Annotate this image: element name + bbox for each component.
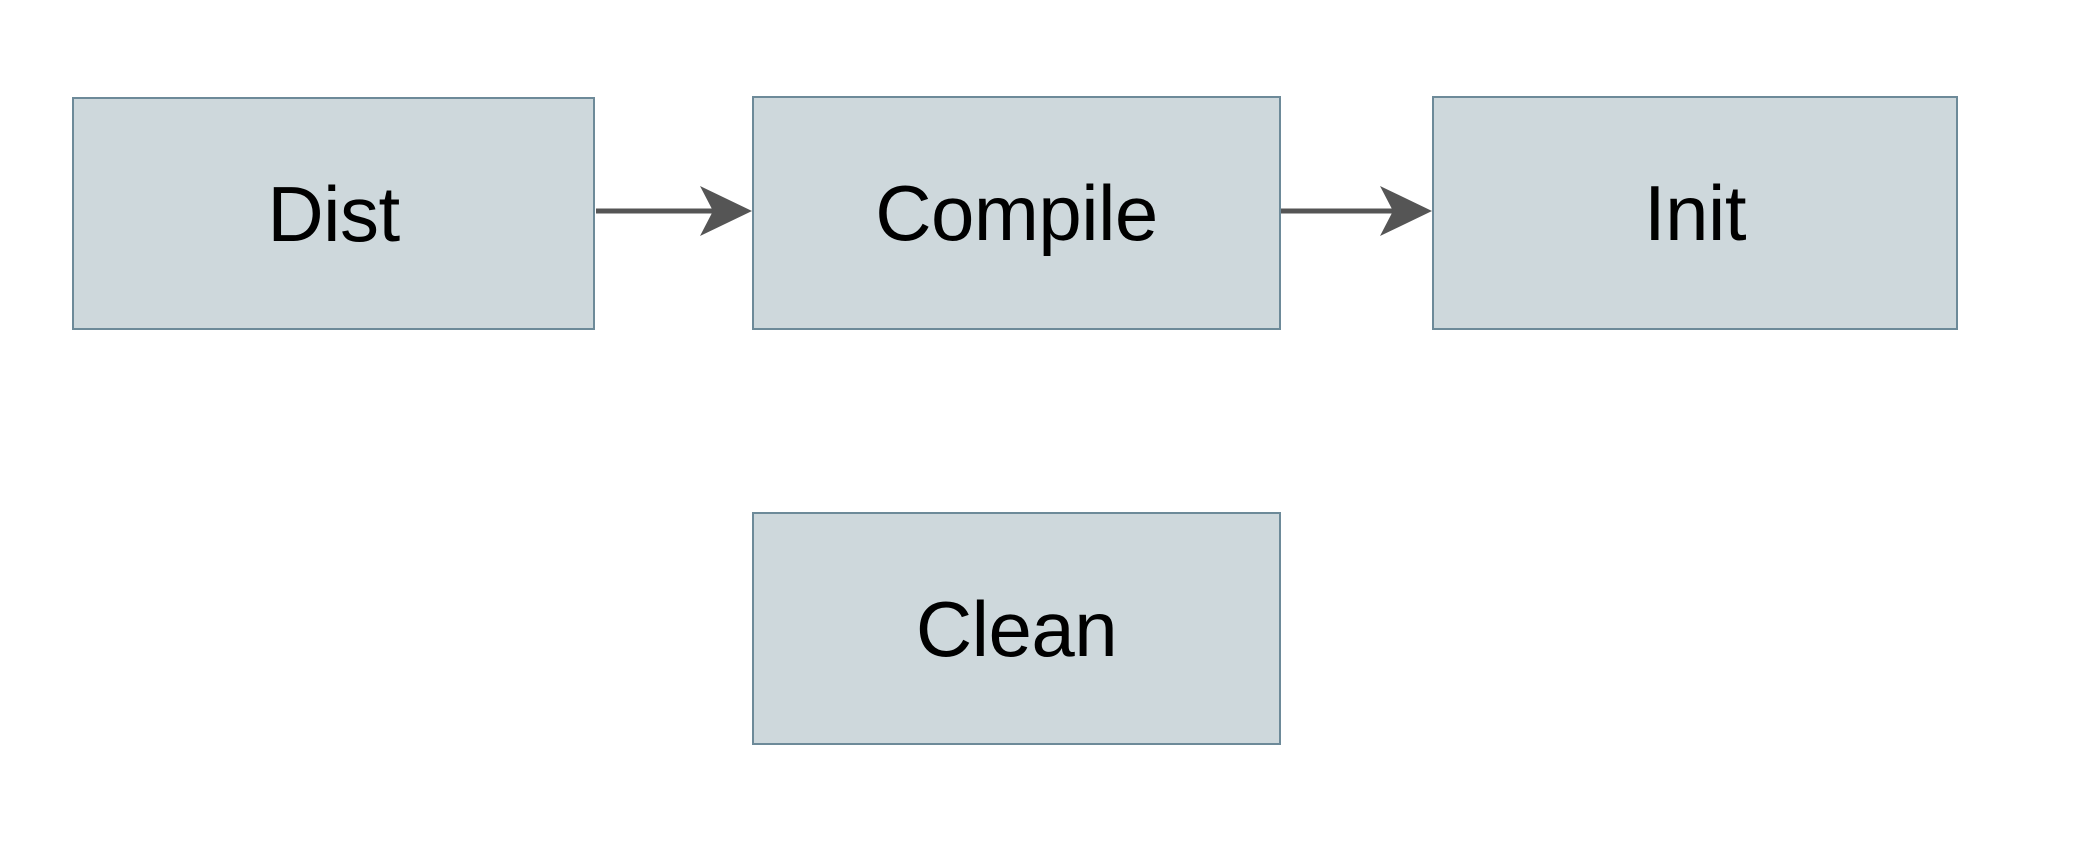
node-compile[interactable]: Compile [752,96,1281,330]
node-clean-label: Clean [915,584,1118,673]
edge-dist-to-compile[interactable] [596,186,752,236]
node-init[interactable]: Init [1432,96,1958,330]
edge-compile-to-init[interactable] [1281,186,1432,236]
node-init-label: Init [1643,169,1747,257]
node-clean[interactable]: Clean [752,512,1281,745]
node-dist[interactable]: Dist [72,97,595,330]
node-dist-label: Dist [267,169,400,258]
edge-compile-to-init-arrowhead [1380,186,1432,236]
edge-dist-to-compile-arrowhead [700,186,752,236]
node-compile-label: Compile [875,169,1158,257]
